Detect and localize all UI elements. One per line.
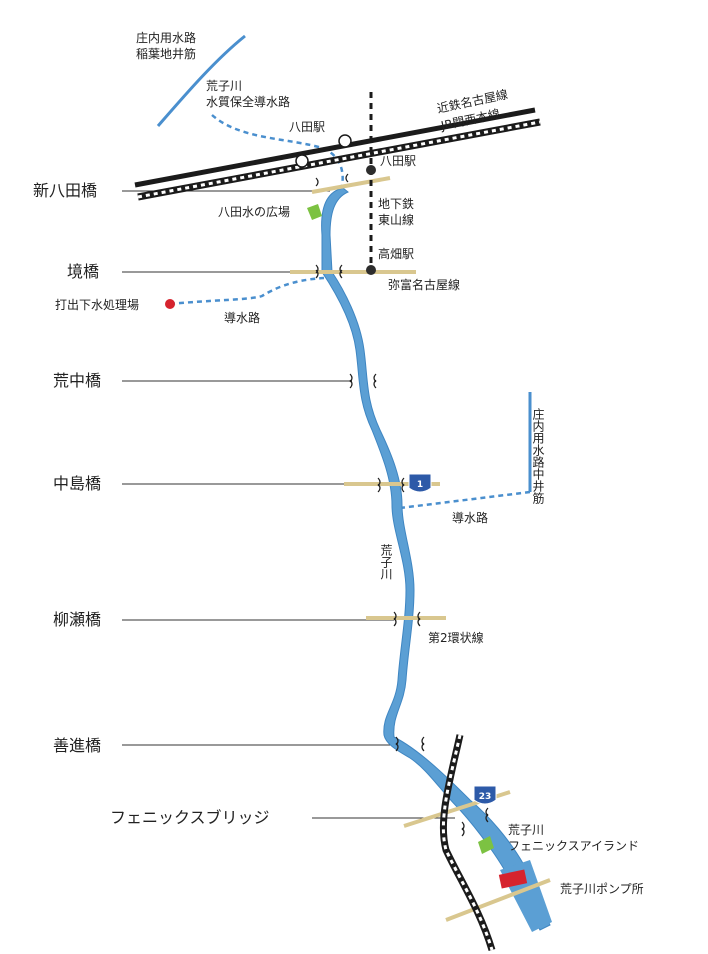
- bridge-marks: [315, 173, 489, 837]
- label-hatta-station-subway: 八田駅: [380, 154, 416, 168]
- label-ring-road-2: 第2環状線: [428, 630, 484, 645]
- bridge-leader-lines: [122, 190, 455, 819]
- label-conduit-upper: 導水路: [224, 310, 260, 325]
- label-conduit-lower: 導水路: [452, 510, 488, 525]
- conduit-nakai: [399, 490, 531, 510]
- shonai-inaba-canal: [156, 34, 246, 127]
- label-yatomi-road: 弥富名古屋線: [388, 277, 460, 292]
- bridge-label-yanagise: 柳瀬橋: [53, 610, 101, 629]
- label-takabata-station: 高畑駅: [378, 246, 414, 261]
- bridge-label-shin-hatta: 新八田橋: [33, 181, 97, 200]
- takabata-station: [366, 265, 376, 275]
- route-23-shield: 23: [473, 785, 497, 805]
- hatta-jr-station: [295, 154, 309, 168]
- label-pump-station: 荒子川ポンプ所: [560, 882, 644, 896]
- label-hatta-plaza: 八田水の広場: [218, 205, 290, 219]
- bridge-label-zenshin: 善進橋: [53, 736, 101, 755]
- label-higashiyama-line: 東山線: [378, 212, 414, 227]
- label-island-arako: 荒子川: [508, 823, 544, 837]
- label-uchide-plant: 打出下水処理場: [55, 298, 139, 312]
- label-inaba-ditch: 稲葉地井筋: [136, 46, 196, 61]
- label-shonai-nakai: 庄内用水路中井筋: [531, 407, 545, 505]
- bridge-label-aranaka: 荒中橋: [53, 371, 101, 390]
- arako-pump-station: [498, 869, 528, 889]
- hatta-water-plaza: [307, 204, 322, 220]
- bridge-label-nakajima: 中島橋: [53, 474, 101, 493]
- bridge-label-phoenix: フェニックスブリッジ: [110, 808, 270, 827]
- label-quality-conduit: 水質保全導水路: [206, 94, 290, 109]
- label-subway: 地下鉄: [378, 196, 414, 211]
- arako-river: [321, 187, 551, 931]
- phoenix-island: [478, 836, 494, 854]
- jr-rail-lower: [439, 734, 496, 952]
- label-arako-river: 荒子川: [379, 544, 393, 580]
- conduit-uchide: [169, 276, 325, 306]
- route-1-number: 1: [417, 480, 423, 490]
- bridge-label-sakai: 境橋: [67, 262, 99, 281]
- label-shonai-canal: 庄内用水路: [136, 30, 196, 45]
- label-hatta-station-jr: 八田駅: [289, 120, 325, 134]
- uchide-sewage-plant: [165, 299, 175, 309]
- rail-lines: [134, 107, 541, 201]
- conduit-quality: [211, 114, 344, 187]
- label-arako-upper: 荒子川: [206, 79, 242, 93]
- hatta-subway-station: [366, 165, 376, 175]
- route-23-number: 23: [479, 792, 492, 802]
- route-1-shield: 1: [408, 473, 432, 493]
- hatta-kintetsu-station: [338, 134, 352, 148]
- label-phoenix-island: フェニックスアイランド: [508, 839, 639, 853]
